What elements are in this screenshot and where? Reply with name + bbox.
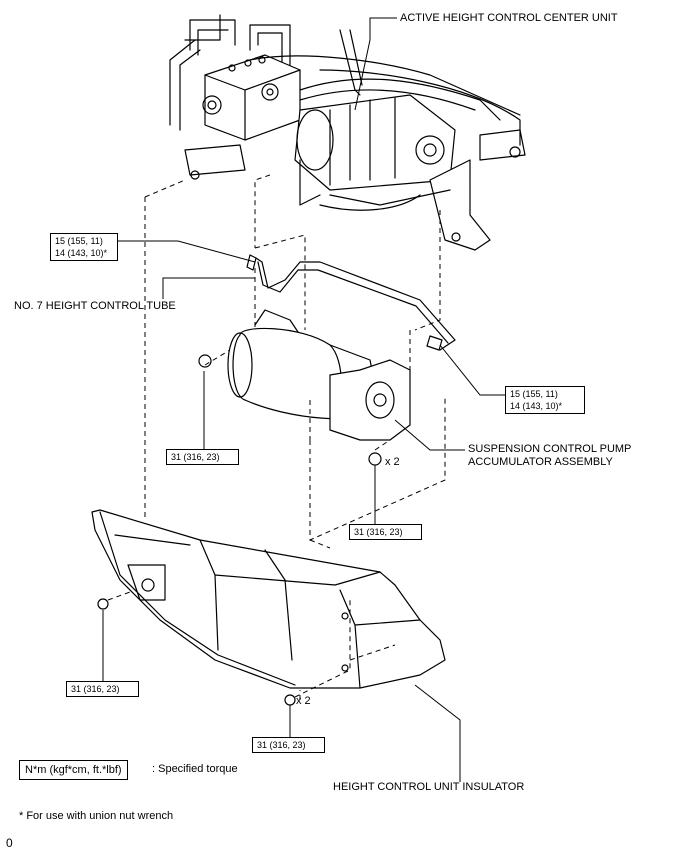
- pump-label-line1: SUSPENSION CONTROL PUMP: [468, 443, 632, 455]
- accumulator-drawing: [198, 309, 411, 466]
- corner-mark: 0: [6, 836, 13, 850]
- torque-value: 15 (155, 11): [510, 389, 558, 399]
- leader-lines: [102, 17, 505, 782]
- footnote: * For use with union nut wrench: [19, 810, 174, 822]
- torque-legend-box: N*m (kgf*cm, ft.*lbf): [19, 760, 128, 780]
- torque-value-alt: 14 (143, 10)*: [510, 401, 563, 411]
- center-unit-drawing: [169, 14, 526, 251]
- insulator-label: HEIGHT CONTROL UNIT INSULATOR: [333, 781, 525, 793]
- center-unit-label: ACTIVE HEIGHT CONTROL CENTER UNIT: [400, 12, 618, 24]
- torque-value-alt: 14 (143, 10)*: [55, 248, 108, 258]
- torque-nut-center: 31 (316, 23): [349, 524, 422, 540]
- insulator-drawing: [91, 509, 446, 706]
- torque-bolt-left: 31 (316, 23): [66, 681, 139, 697]
- tube-label: NO. 7 HEIGHT CONTROL TUBE: [14, 300, 176, 312]
- torque-bolt-bottom: 31 (316, 23): [252, 737, 325, 753]
- torque-legend-desc: : Specified torque: [152, 763, 238, 775]
- torque-tube-lower: 15 (155, 11) 14 (143, 10)*: [505, 386, 585, 414]
- torque-nut-left: 31 (316, 23): [166, 449, 239, 465]
- height-control-tube-drawing: [246, 254, 456, 351]
- multiplier-bolt-bottom: x 2: [296, 695, 311, 707]
- multiplier-nut-center: x 2: [385, 456, 400, 468]
- pump-label-line2: ACCUMULATOR ASSEMBLY: [468, 456, 613, 468]
- torque-value: 15 (155, 11): [55, 236, 103, 246]
- torque-tube-upper: 15 (155, 11) 14 (143, 10)*: [50, 233, 118, 261]
